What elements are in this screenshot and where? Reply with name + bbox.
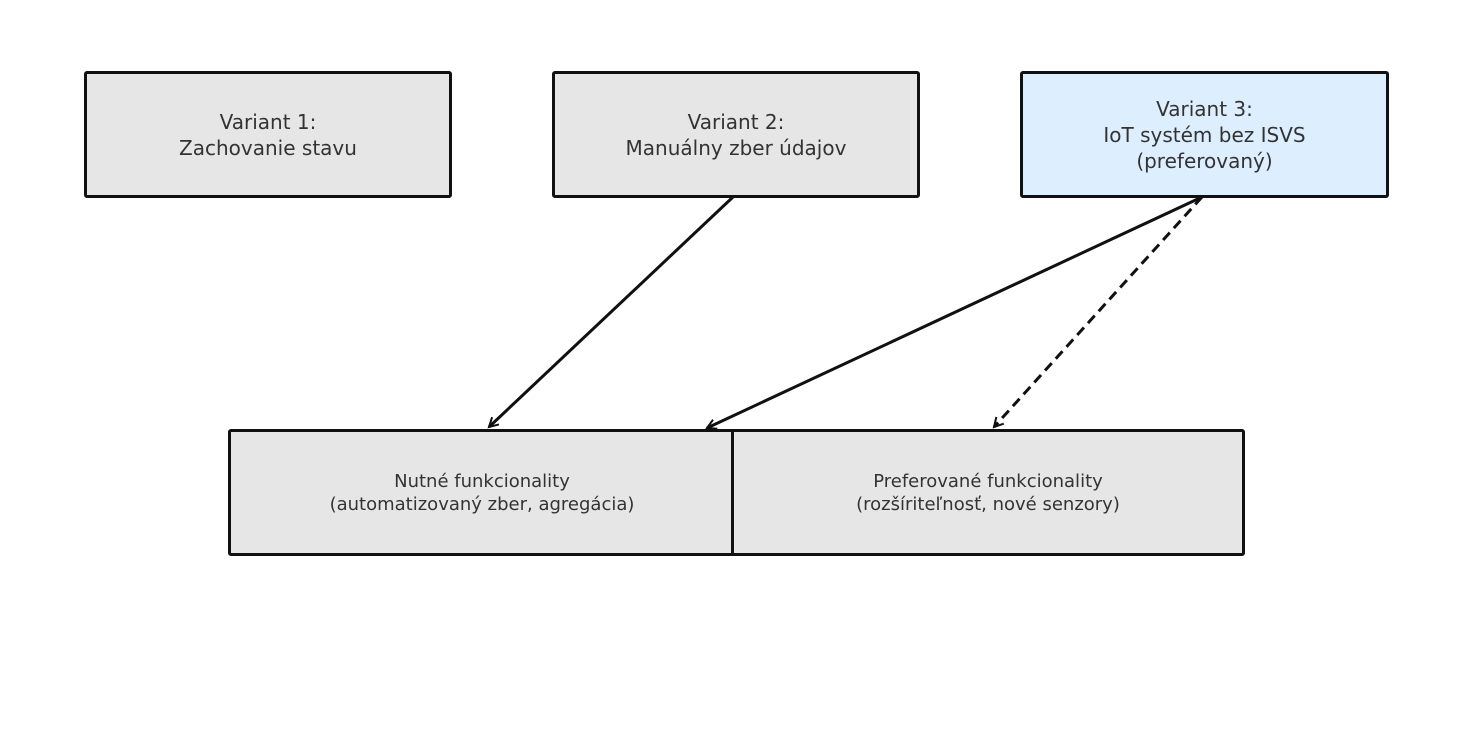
variant-3-preferred-note: (preferovaný) <box>1136 148 1273 173</box>
variant-2-box: Variant 2: Manuálny zber údajov <box>552 71 920 198</box>
variant-1-box: Variant 1: Zachovanie stavu <box>84 71 452 198</box>
variant-3-box: Variant 3: IoT systém bez ISVS (preferov… <box>1020 71 1389 198</box>
preferred-functionalities-title: Preferované funkcionality <box>873 470 1103 492</box>
preferred-functionalities-details: (rozšíriteľnosť, nové senzory) <box>856 493 1120 515</box>
arrow-variant2-to-required <box>489 195 735 427</box>
variant-1-title: Variant 1: <box>219 109 317 134</box>
required-functionalities-details: (automatizovaný zber, agregácia) <box>329 493 635 515</box>
arrow-variant3-to-preferred-dashed <box>994 195 1204 427</box>
preferred-functionalities-box: Preferované funkcionality (rozšíriteľnos… <box>731 429 1245 556</box>
variant-3-description: IoT systém bez ISVS <box>1103 122 1306 147</box>
variant-1-description: Zachovanie stavu <box>179 135 357 160</box>
variant-3-title: Variant 3: <box>1156 96 1253 121</box>
required-functionalities-title: Nutné funkcionality <box>394 470 570 492</box>
arrow-variant3-to-required <box>707 195 1203 428</box>
required-functionalities-box: Nutné funkcionality (automatizovaný zber… <box>228 429 736 556</box>
variant-2-description: Manuálny zber údajov <box>625 135 847 160</box>
variant-2-title: Variant 2: <box>687 109 785 134</box>
